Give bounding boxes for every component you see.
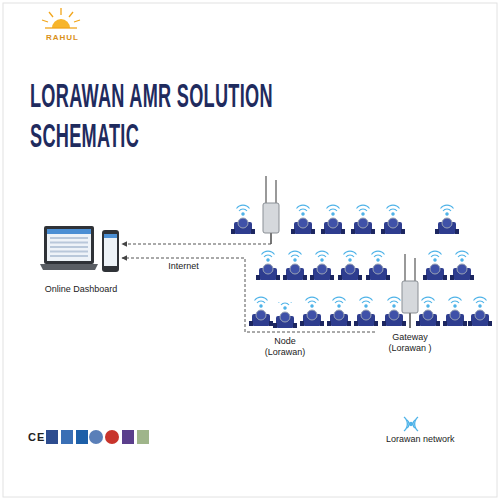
gateway-node: Gateway (Lorawan ) bbox=[375, 252, 445, 354]
edge-label: Internet bbox=[167, 261, 200, 271]
logo-text: RAHUL bbox=[46, 33, 79, 42]
cert-mark: CE bbox=[28, 431, 45, 443]
internet-link bbox=[122, 244, 271, 245]
node-label: Online Dashboard bbox=[45, 284, 118, 295]
certification-logos bbox=[46, 430, 149, 444]
top-gateway bbox=[263, 176, 279, 244]
meter-icon bbox=[257, 302, 313, 332]
legend-entry: Lorawan network bbox=[386, 434, 455, 444]
gateway-icon bbox=[375, 252, 445, 328]
node-label: Gateway (Lorawan ) bbox=[375, 332, 445, 354]
meter-field bbox=[231, 205, 492, 326]
frame bbox=[3, 3, 497, 497]
sun-logo bbox=[42, 8, 80, 28]
legend-text: Lorawan network bbox=[386, 434, 455, 444]
title: LORAWAN AMR SOLUTION SCHEMATIC bbox=[30, 76, 316, 156]
legend-wifi-icon bbox=[404, 417, 418, 431]
node-label: Node (Lorawan) bbox=[257, 336, 313, 358]
dashboard-node: Online Dashboard bbox=[40, 222, 122, 295]
internet-link bbox=[122, 258, 375, 332]
laptop-phone-icon bbox=[40, 222, 122, 280]
meter-node: Node (Lorawan) bbox=[257, 302, 313, 358]
